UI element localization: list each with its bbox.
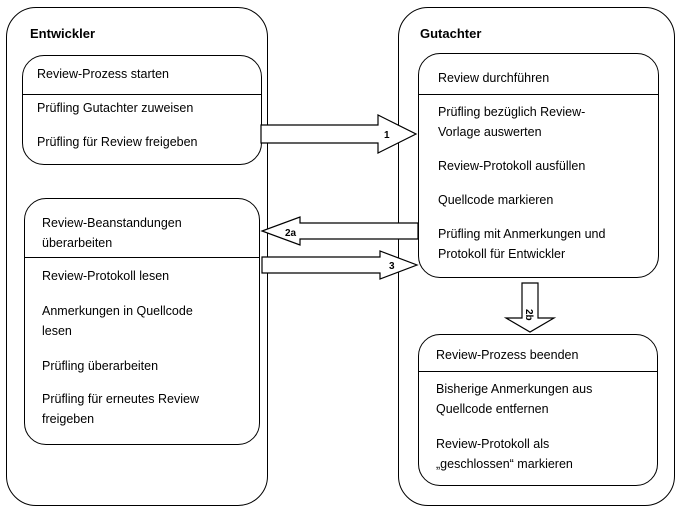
arrow-3 (261, 250, 419, 280)
task-remove-annotations-line1: Bisherige Anmerkungen aus (436, 382, 593, 396)
arrow-2a (260, 216, 419, 246)
task-fill-protocol: Review-Protokoll ausfüllen (438, 159, 586, 173)
task-evaluate-line2: Vorlage auswerten (438, 125, 542, 139)
step-end-review-divider (419, 371, 657, 372)
step-rework-header-line2: überarbeiten (42, 236, 113, 250)
task-read-annotations-line1: Anmerkungen in Quellcode (42, 304, 193, 318)
task-return-line2: Protokoll für Entwickler (438, 247, 566, 261)
task-return-line1: Prüfling mit Anmerkungen und (438, 227, 606, 241)
step-rework-box (24, 198, 260, 445)
arrow-2a-label: 2a (285, 228, 297, 239)
task-evaluate-line1: Prüfling bezüglich Review- (438, 105, 586, 119)
arrow-1 (260, 114, 418, 154)
arrow-1-label: 1 (384, 130, 390, 141)
task-remove-annotations-line2: Quellcode entfernen (436, 402, 549, 416)
task-assign-reviewer: Prüfling Gutachter zuweisen (37, 101, 194, 115)
step-start-review-divider (23, 94, 261, 95)
task-close-protocol-line2: „geschlossen“ markieren (436, 457, 573, 471)
arrow-3-label: 3 (389, 261, 395, 272)
task-read-annotations-line2: lesen (42, 324, 72, 338)
lane-reviewer-title: Gutachter (420, 26, 482, 41)
step-perform-review-divider (419, 94, 658, 95)
step-start-review-header: Review-Prozess starten (37, 67, 169, 81)
step-perform-review-box (418, 53, 659, 278)
arrow-2b-label: 2b (523, 309, 534, 321)
step-start-review-box (22, 55, 262, 165)
task-rerelease-line1: Prüfling für erneutes Review (42, 392, 200, 406)
step-rework-divider (25, 257, 259, 258)
task-rerelease-line2: freigeben (42, 412, 95, 426)
task-revise-item: Prüfling überarbeiten (42, 359, 159, 373)
step-rework-header-line1: Review-Beanstandungen (42, 216, 182, 230)
step-end-review-box (418, 334, 658, 486)
lane-developer-title: Entwickler (30, 26, 96, 41)
step-end-review-header: Review-Prozess beenden (436, 348, 579, 362)
arrow-2b (503, 282, 557, 333)
task-close-protocol-line1: Review-Protokoll als (436, 437, 550, 451)
step-perform-review-header: Review durchführen (438, 71, 550, 85)
task-release-for-review: Prüfling für Review freigeben (37, 135, 198, 149)
task-mark-source: Quellcode markieren (438, 193, 554, 207)
task-read-protocol: Review-Protokoll lesen (42, 269, 170, 283)
